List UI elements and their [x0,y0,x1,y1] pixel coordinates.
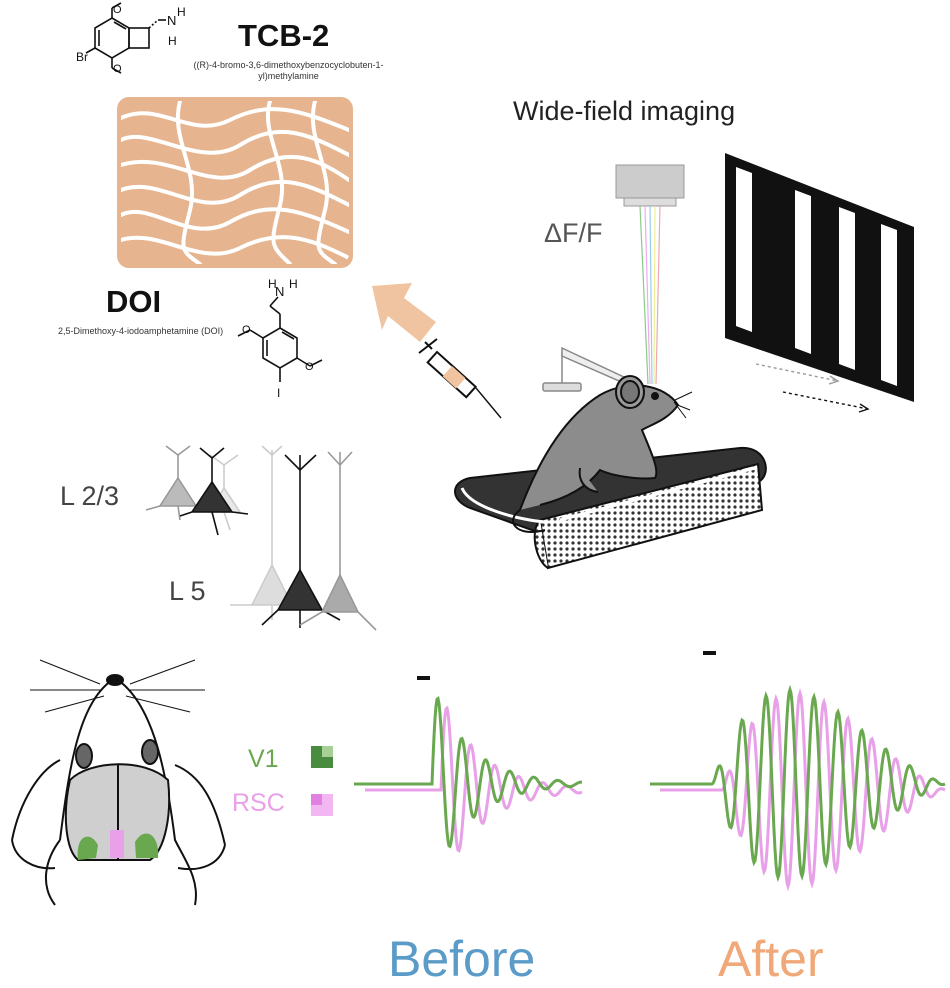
mouse-icon [512,375,693,533]
before-rsc-trace [365,705,583,853]
after-label: After [718,931,824,987]
l5-neuron-light [230,445,294,620]
tcb2-structure: O O [85,2,166,75]
tcb2-h-atom-2: H [168,34,177,48]
lick-spout [542,346,627,392]
l23-neuron-mid [145,445,198,521]
rsc-swatch [311,794,333,816]
administration-arrow [372,283,436,342]
psychedelic-pattern [117,97,353,268]
light-beams [639,205,661,385]
svg-text:O: O [113,4,122,16]
doi-n-atom: N [275,284,284,299]
before-label: Before [388,931,536,987]
doi-h-atom-1: H [268,277,277,291]
tcb2-h-atom-1: H [177,5,186,19]
before-v1-trace [354,696,582,849]
doi-i-atom: I [277,386,280,400]
layer-23-label: L 2/3 [60,481,120,511]
svg-text:O: O [113,63,122,75]
svg-text:O: O [242,324,251,336]
tcb2-name: TCB-2 [238,18,330,53]
camera-icon [615,164,685,207]
syringe-icon [418,338,502,419]
tcb2-iupac-name: ((R)-4-bromo-3,6-dimethoxybenzocyclobute… [193,60,384,81]
visual-stimulus-grating [725,153,914,402]
neuron-diagram [145,445,377,631]
tcb2-n-atom: N [167,13,176,28]
signal-label: ΔF/F [544,218,603,248]
doi-structure: O O [237,296,323,382]
l5-neuron-mid [299,451,377,631]
rsc-legend-label: RSC [232,789,285,817]
v1-legend-label: V1 [248,745,279,773]
l23-neuron-dark [179,447,249,536]
cortex-top-view [11,659,226,906]
doi-iupac-name: 2,5-Dimethoxy-4-iodoamphetamine (DOI) [58,326,224,336]
treadmill [454,446,767,570]
layer-5-label: L 5 [169,576,206,606]
doi-h-atom-2: H [289,277,298,291]
doi-name: DOI [106,284,162,319]
v1-swatch [311,746,333,768]
tcb2-br-atom: Br [76,50,88,64]
motion-direction-arrows [755,363,870,413]
after-v1-trace [650,684,946,883]
imaging-title: Wide-field imaging [513,96,736,126]
svg-text:O: O [305,361,314,373]
